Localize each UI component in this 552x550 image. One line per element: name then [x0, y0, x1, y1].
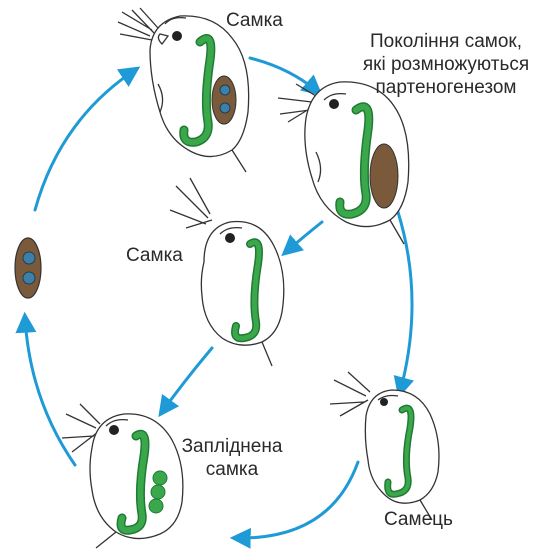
label-parthenogenesis-line-2: які розмножуються [342, 54, 550, 77]
daphnia-female-middle [170, 178, 284, 366]
label-female-middle: Самка [126, 245, 183, 268]
label-parthenogenesis-line-3: партеногенезом [342, 77, 550, 100]
label-fertilized-female-line-1: Запліднена [170, 436, 294, 459]
arrow-parthenogenesis-to-female-middle [286, 222, 322, 252]
brood-pouch-right [370, 144, 398, 208]
arrow-top-to-parthenogenesis [250, 58, 318, 92]
arrow-ephippium-to-female-top [35, 70, 135, 210]
brood-pouch-top [212, 76, 236, 124]
daphnia-male [330, 372, 439, 520]
arrow-parthenogenesis-to-male [398, 212, 412, 392]
arrow-fertilized-to-ephippium [25, 318, 75, 465]
label-parthenogenesis: Покоління самок, які розмножуються парте… [342, 31, 550, 99]
daphnia-parthenogenetic-female [278, 82, 409, 244]
label-male: Самець [384, 509, 453, 532]
label-fertilized-female: Запліднена самка [170, 436, 294, 482]
label-parthenogenesis-line-1: Покоління самок, [342, 31, 550, 54]
label-female-top: Самка [226, 10, 283, 33]
arrow-female-middle-to-fertilized [162, 348, 212, 412]
label-fertilized-female-line-2: самка [170, 459, 294, 482]
daphnia-fertilized-female [62, 404, 183, 548]
ephippium-resting-egg [15, 238, 41, 298]
